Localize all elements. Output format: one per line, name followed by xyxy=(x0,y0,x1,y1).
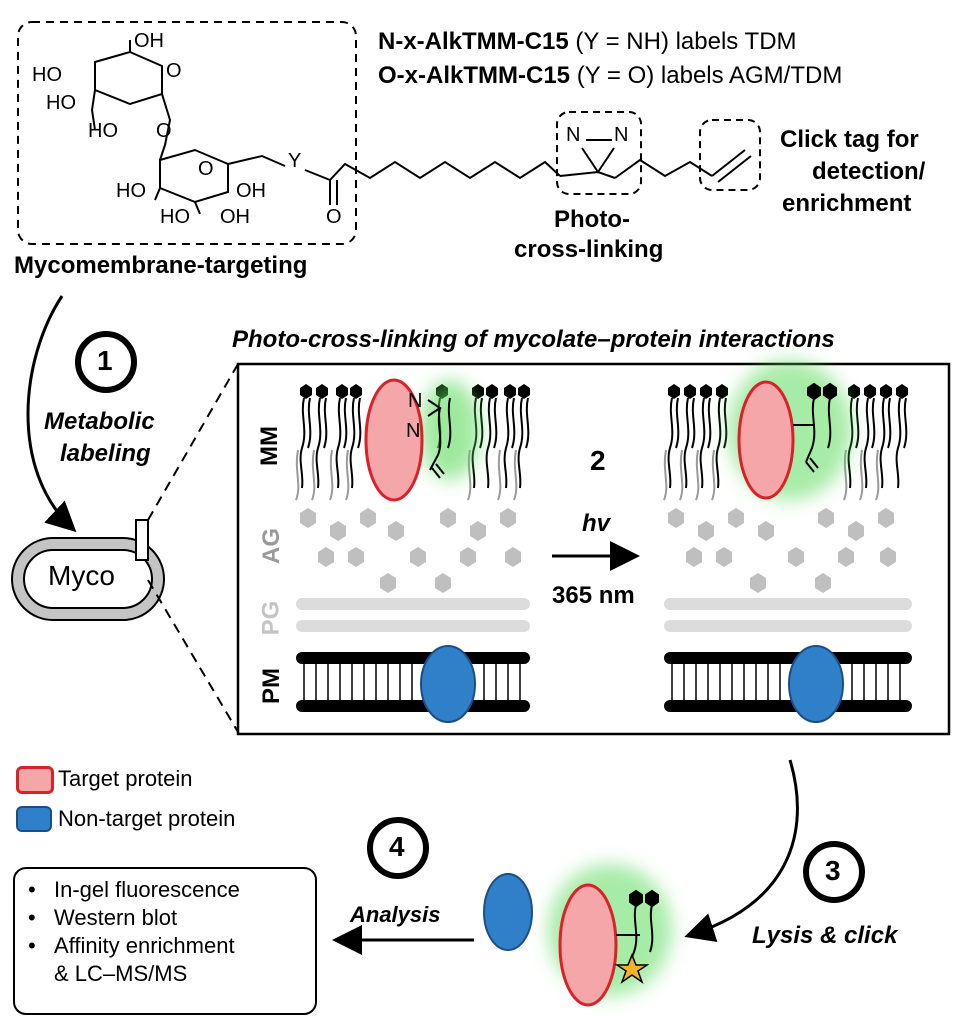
zoom-line-top xyxy=(147,363,239,521)
lysate-nontarget-protein xyxy=(483,873,533,951)
click-label-2: detection/ xyxy=(812,158,926,185)
click-label-1: Click tag for xyxy=(780,126,919,153)
analysis-item-continued: & LC–MS/MS xyxy=(54,961,188,986)
legend-nontarget-swatch xyxy=(16,806,52,832)
step1-circle xyxy=(75,331,137,393)
left-probe-lipid xyxy=(427,397,452,479)
analysis-item: Affinity enrichment xyxy=(20,932,240,960)
zoom-line-bottom xyxy=(147,579,239,733)
diazirine-dashed-box xyxy=(556,111,642,195)
right-mm-lipids xyxy=(663,384,908,501)
probe-n-line: N-x-AlkTMM-C15 (Y = NH) labels TDM xyxy=(378,28,797,56)
step3-circle xyxy=(803,841,865,903)
struct-ho-3: HO xyxy=(88,120,118,142)
fluorophore-star-icon xyxy=(614,952,650,984)
step3-label: Lysis & click xyxy=(752,922,898,949)
layer-label-pm: PM xyxy=(258,668,285,704)
step3-arrow xyxy=(684,759,799,942)
left-ag-layer xyxy=(300,508,521,593)
layer-label-ag: AG xyxy=(258,528,285,564)
step3-number: 3 xyxy=(825,855,841,886)
step4-label: Analysis xyxy=(350,902,441,927)
mycomembrane-label: Mycomembrane-targeting xyxy=(14,252,308,279)
right-target-protein xyxy=(737,380,795,500)
struct-n-left: N xyxy=(566,124,581,146)
step2-number: 2 xyxy=(590,445,606,476)
probe-o-name: O-x-AlkTMM-C15 xyxy=(378,62,571,89)
lysate-labeled-lipid xyxy=(616,889,659,963)
left-pm-bilayer xyxy=(296,652,530,712)
struct-n-right: N xyxy=(614,124,629,146)
struct-o-carbonyl: O xyxy=(326,206,342,228)
struct-ho-4: HO xyxy=(116,180,146,202)
probe-o-cond: (Y = O) labels AGM/TDM xyxy=(576,62,843,89)
legend-target-label: Target protein xyxy=(58,766,193,791)
left-pg-layer xyxy=(296,598,530,632)
struct-oh-6: OH xyxy=(220,206,250,228)
legend-nontarget-label: Non-target protein xyxy=(58,806,236,831)
struct-ho-1: HO xyxy=(32,64,62,86)
myco-cell xyxy=(11,519,165,621)
step1-line1: Metabolic xyxy=(44,408,155,435)
step4-circle xyxy=(367,817,429,879)
step1-number: 1 xyxy=(97,345,113,376)
panel-title: Photo-cross-linking of mycolate–protein … xyxy=(232,326,835,353)
probe-n-left-bottom: N xyxy=(406,420,421,442)
struct-o-glyc: O xyxy=(156,120,172,142)
click-label-3: enrichment xyxy=(782,190,912,217)
step1-arrow xyxy=(26,295,77,533)
struct-ho-2: HO xyxy=(46,92,76,114)
right-nontarget-protein xyxy=(788,645,844,723)
trehalose-structure xyxy=(90,40,752,215)
probe-n-left-top: N xyxy=(408,390,423,412)
diazirine-ring xyxy=(559,139,616,179)
step1-line2: labeling xyxy=(60,440,151,467)
probe-o-line: O-x-AlkTMM-C15 (Y = O) labels AGM/TDM xyxy=(378,62,842,90)
layer-label-pg: PG xyxy=(257,600,285,636)
analysis-item: In-gel fluorescence xyxy=(20,876,240,904)
right-pm-bilayer xyxy=(664,652,912,712)
struct-oh-top: OH xyxy=(134,30,164,52)
struct-o-ring1: O xyxy=(166,60,182,82)
photo-label-2: cross-linking xyxy=(514,236,664,263)
step4-number: 4 xyxy=(389,831,405,862)
probe-n-name: N-x-AlkTMM-C15 xyxy=(378,28,569,55)
alkyne-dashed-box xyxy=(699,119,761,191)
struct-o-ring2: O xyxy=(198,158,214,180)
myco-label: Myco xyxy=(48,560,115,591)
analysis-item: Western blot xyxy=(20,904,240,932)
layer-label-mm: MM xyxy=(255,426,283,466)
struct-ho-5: HO xyxy=(160,206,190,228)
analysis-list: In-gel fluorescence Western blot Affinit… xyxy=(20,876,240,988)
struct-y: Y xyxy=(288,150,302,172)
right-pg-layer xyxy=(664,598,912,632)
struct-oh-7: OH xyxy=(236,180,266,202)
left-nontarget-protein xyxy=(420,645,476,723)
probe-n-cond: (Y = NH) labels TDM xyxy=(575,28,797,55)
photo-label-1: Photo- xyxy=(554,206,630,233)
right-crosslinked-lipid xyxy=(793,382,837,473)
left-target-protein xyxy=(364,378,424,502)
lysate-target-protein xyxy=(558,883,618,1007)
legend-target-swatch xyxy=(16,766,54,794)
step2-hv: hv xyxy=(582,510,611,537)
right-ag-layer xyxy=(668,508,896,593)
trehalose-dashed-box xyxy=(17,21,357,245)
step2-wavelength: 365 nm xyxy=(552,582,635,609)
